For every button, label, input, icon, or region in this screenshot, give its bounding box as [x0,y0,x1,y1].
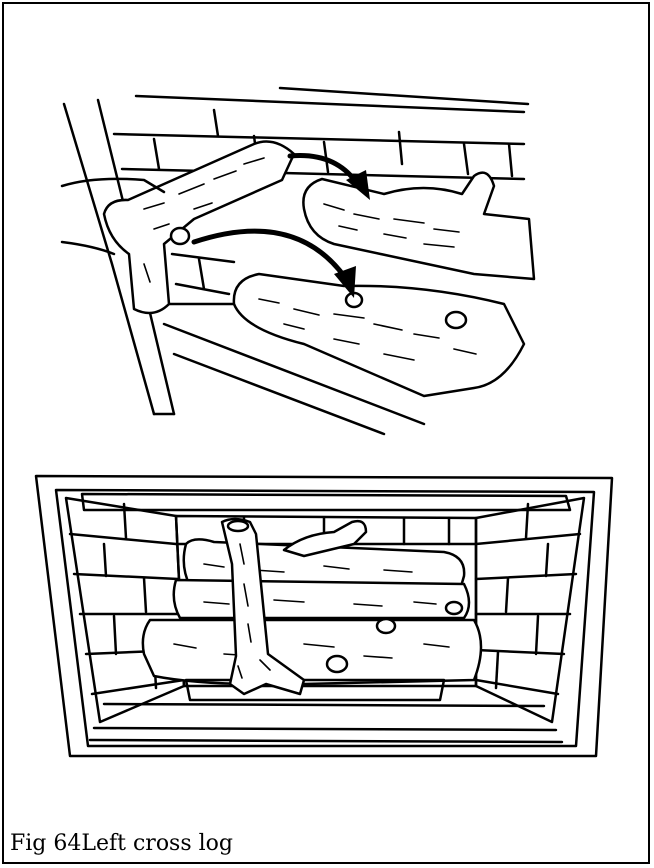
rear-log [303,173,534,279]
fireplace-illustration [4,4,654,868]
top-illustration [62,88,534,434]
log-set [143,521,481,700]
brick-wall-left [66,498,184,722]
bottom-illustration [36,476,612,756]
brick-wall-right [476,498,584,722]
front-log [234,274,524,396]
figure-caption: Fig 64Left cross log [10,831,233,856]
